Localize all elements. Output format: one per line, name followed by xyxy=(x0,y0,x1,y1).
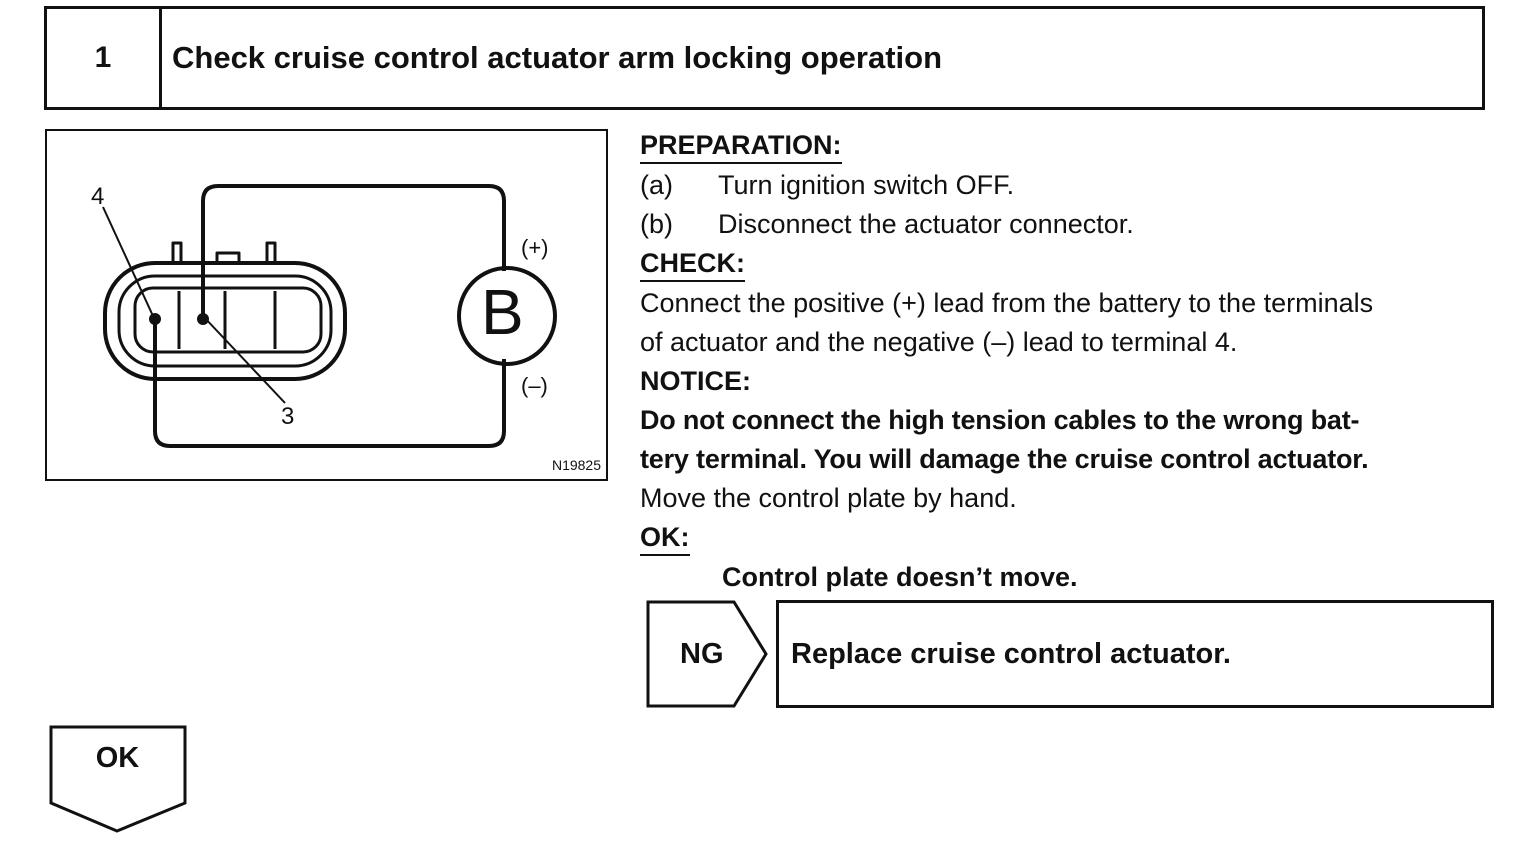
terminal-4-leader xyxy=(102,206,154,317)
check-heading: CHECK: xyxy=(640,246,745,282)
battery-label: B xyxy=(481,276,524,348)
prep-step-b: (b) Disconnect the actuator connector. xyxy=(640,205,1500,244)
check-line-1: Connect the positive (+) lead from the b… xyxy=(640,288,1374,318)
notice-line-1: Do not connect the high tension cables t… xyxy=(640,405,1360,435)
ok-heading: OK: xyxy=(640,520,690,556)
terminal-3-leader xyxy=(202,315,286,404)
prep-step-a: (a) Turn ignition switch OFF. xyxy=(640,166,1500,205)
ng-action: Replace cruise control actuator. xyxy=(776,600,1494,708)
ok-condition: Control plate doesn’t move. xyxy=(722,562,1078,592)
connector-cavity xyxy=(133,286,323,354)
connector-outer-shell xyxy=(103,261,347,381)
prep-step-b-text: Disconnect the actuator connector. xyxy=(718,209,1134,239)
ng-label: NG xyxy=(680,637,724,670)
figure-code: N19825 xyxy=(551,457,601,473)
locking-tab xyxy=(171,241,183,263)
negative-label: (–) xyxy=(521,373,548,398)
procedure-text: PREPARATION: (a) Turn ignition switch OF… xyxy=(640,126,1500,597)
prep-step-a-label: (a) xyxy=(640,170,673,200)
notice-heading: NOTICE: xyxy=(640,366,751,396)
ok-arrow-shape xyxy=(49,725,187,833)
locking-tab xyxy=(215,251,241,263)
positive-label: (+) xyxy=(521,235,549,260)
locking-tab xyxy=(265,241,277,263)
connector-diagram: 4 3 B (+) (–) N19825 xyxy=(45,129,608,481)
prep-step-a-text: Turn ignition switch OFF. xyxy=(718,170,1015,200)
check-line-2: of actuator and the negative (–) lead to… xyxy=(640,327,1238,357)
step-title: Check cruise control actuator arm lockin… xyxy=(172,40,943,75)
connector-diagram-drawing xyxy=(102,184,557,448)
ng-arrow-shape xyxy=(646,600,768,708)
preparation-heading: PREPARATION: xyxy=(640,128,842,164)
step-number: 1 xyxy=(47,9,162,107)
notice-after: Move the control plate by hand. xyxy=(640,483,1017,513)
connector-inner-shell xyxy=(117,274,333,368)
notice-line-2: tery terminal. You will damage the cruis… xyxy=(640,444,1369,474)
prep-step-b-label: (b) xyxy=(640,209,673,239)
terminal-3-label: 3 xyxy=(281,403,295,430)
terminal-4-label: 4 xyxy=(91,183,105,210)
battery-symbol xyxy=(457,266,557,366)
step-header: 1 Check cruise control actuator arm lock… xyxy=(44,6,1485,110)
terminal-3-dot xyxy=(197,313,209,325)
ng-branch: NG Replace cruise control actuator. xyxy=(646,600,1494,708)
terminal-4-dot xyxy=(149,313,161,325)
negative-wire xyxy=(153,316,506,448)
ok-flow-label: OK xyxy=(95,742,140,774)
positive-wire xyxy=(201,184,506,316)
